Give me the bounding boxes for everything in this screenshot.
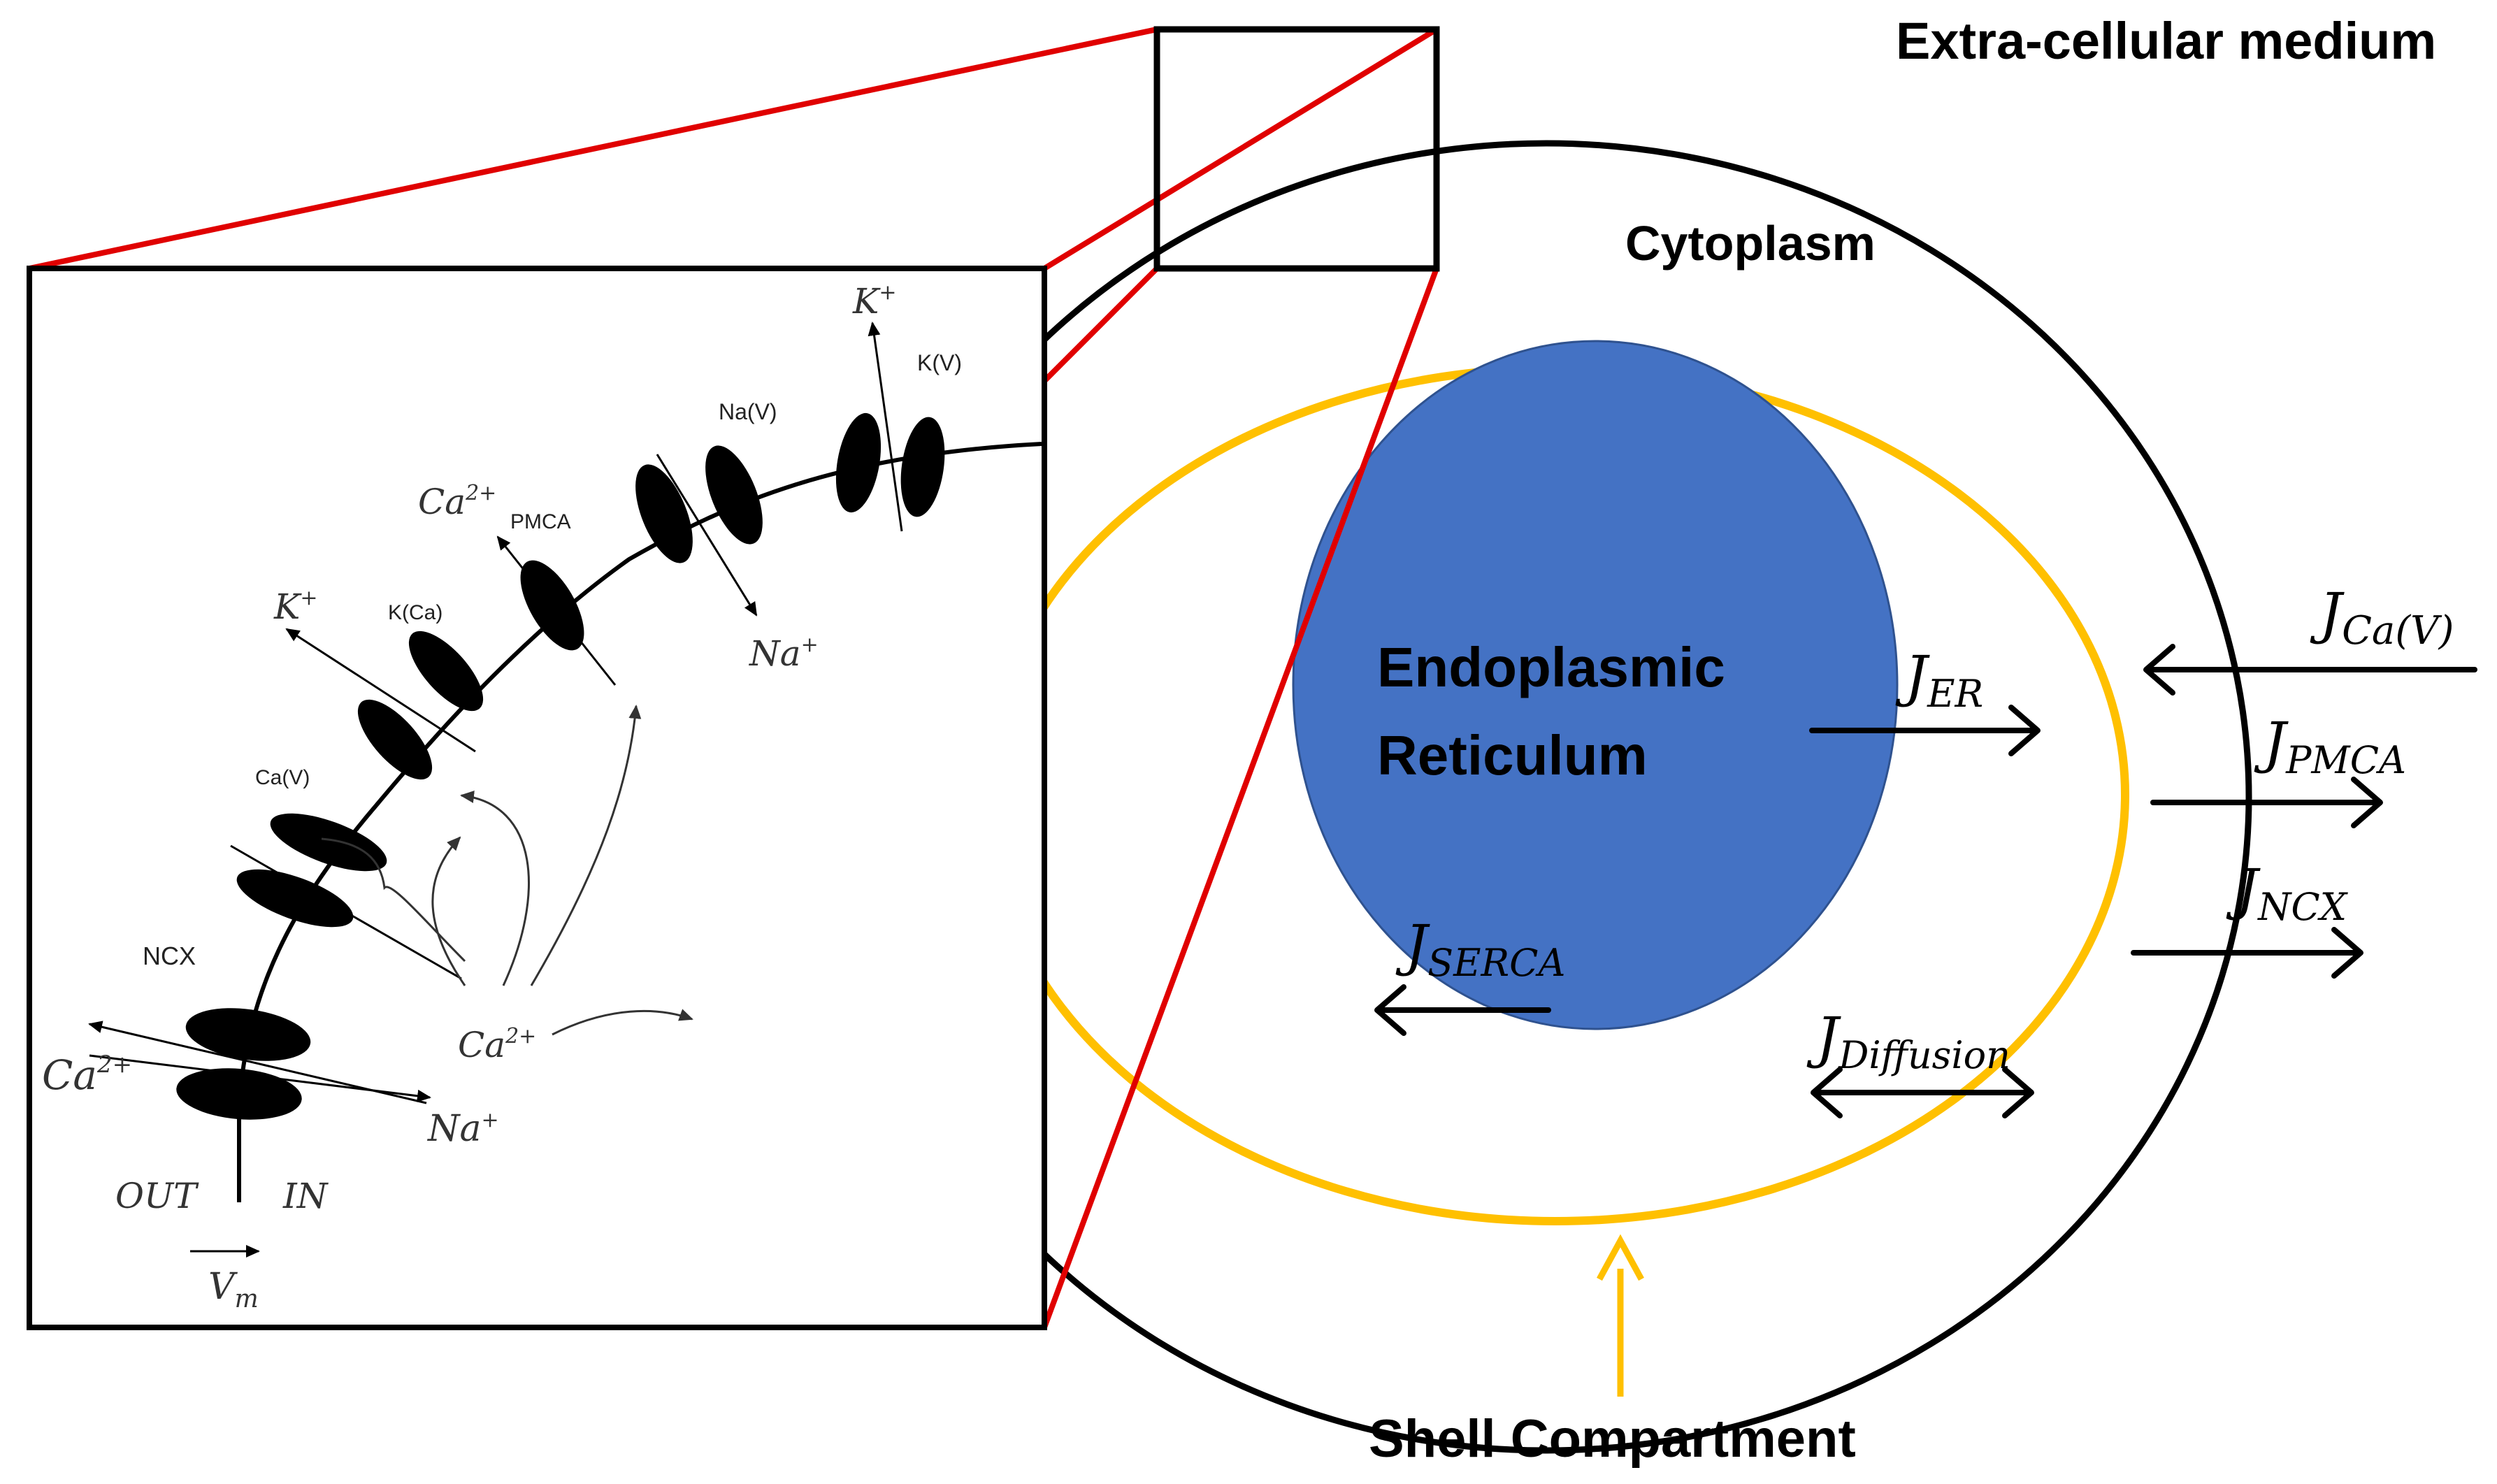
channel-ncx [176,1008,311,1120]
channel-kca [357,631,484,780]
endoplasmic-reticulum [1292,340,1899,1030]
label-kca: K(Ca) [388,601,442,624]
flux-label-cav: JCa(V) [2310,581,2454,654]
ion-ca-left: Ca2+ [42,1051,132,1099]
ion-ca-pmca: Ca2+ [418,481,496,522]
ion-k-top: K+ [852,280,897,322]
label-er-line2: Reticulum [1377,724,1648,786]
inset-membrane-curve [237,442,1042,1202]
membrane-inset: K(V) Na(V) PMCA K(Ca) Ca(V) NCX K+ Na+ C… [42,280,1042,1313]
label-vm: Vm [208,1266,259,1313]
label-kv: K(V) [917,350,962,375]
calcium-curved-arrows [321,705,693,1036]
flux-label-serca: JSERCA [1395,913,1565,985]
ion-ca-center: Ca2+ [458,1024,536,1065]
label-shell: Shell Compartment [1369,1409,1856,1469]
channel-nav [635,445,763,563]
label-cytoplasm: Cytoplasm [1625,216,1876,271]
flux-label-diffusion: JDiffusion [1806,1005,2010,1077]
zoom-lines [29,27,1439,1329]
inset-border [27,266,1047,1330]
label-er-line1: Endoplasmic [1377,636,1725,698]
flux-arrows [1374,644,2477,1118]
ion-k-kca: K+ [273,586,318,627]
channel-cav [236,813,387,928]
label-out: OUT [115,1176,199,1216]
flux-label-pmca: JPMCA [2254,710,2406,782]
label-pmca: PMCA [510,510,571,533]
flux-label-ncx: JNCX [2226,857,2349,929]
zoom-box [1153,26,1440,272]
shell-arrow [1597,1234,1644,1397]
channel-kv [835,412,945,517]
label-ncx: NCX [143,942,196,970]
label-extracellular: Extra-cellular medium [1896,12,2436,70]
ion-na-mid: Na+ [749,633,819,674]
label-in: IN [282,1176,329,1216]
label-cav: Ca(V) [255,766,310,789]
label-nav: Na(V) [719,399,777,424]
ion-na-bottom: Na+ [426,1108,499,1150]
inset-background [29,268,1044,1327]
flux-label-er: JER [1895,644,1983,716]
ion-arrows [88,322,903,1258]
